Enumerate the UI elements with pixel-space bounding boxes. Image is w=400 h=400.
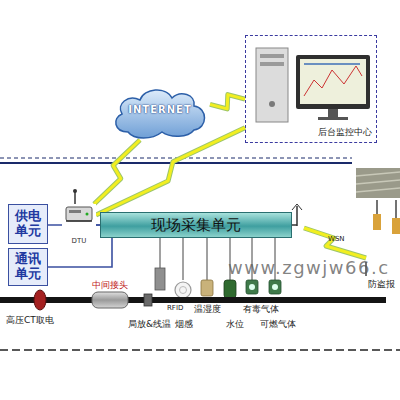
monitoring-center-box: 后台监控中心 (245, 35, 377, 143)
sensor-wire (207, 238, 208, 280)
wireless-bolt-outline (96, 128, 245, 215)
toxic-gas-detector (246, 280, 258, 294)
monitor-base (318, 117, 348, 120)
tunnel-rail (356, 188, 400, 192)
wire-line (48, 238, 112, 267)
connector (96, 128, 245, 215)
antenna-tip (73, 189, 77, 193)
tunnel-rail (356, 180, 400, 184)
wireless-bolt (304, 228, 366, 258)
part-label: 中间接头 (92, 281, 128, 291)
field-line (0, 162, 352, 164)
node-text: DTU (62, 237, 96, 245)
tunnel-photo (356, 168, 400, 198)
smoke-sensor (175, 282, 191, 298)
node-text: 通讯单元 (9, 252, 47, 282)
rfid-tag (155, 268, 165, 290)
dtu-body (66, 207, 92, 221)
power-unit-box: 供电单元 (8, 204, 48, 244)
server-button (269, 101, 275, 107)
wireless-bolt (96, 128, 245, 215)
wireless-bolt-outline (94, 140, 140, 204)
screen-trace (304, 66, 362, 96)
smoke-sensor-core (180, 287, 187, 294)
watermark: www.zgwjw66.c (228, 258, 390, 278)
internet-cloud: INTERNET (110, 84, 210, 140)
part-label: 防盗报 (368, 280, 395, 290)
part-label: 烟感 (175, 320, 193, 330)
node-text: 现场采集单元 (151, 216, 241, 235)
part-label: 有毒气体 (243, 305, 279, 315)
comm-unit-box: 通讯单元 (8, 248, 48, 286)
node-text: 后台监控中心 (318, 126, 372, 139)
wireless-bolt (210, 95, 245, 109)
server-bay (260, 54, 284, 58)
screen-bar (304, 63, 360, 65)
connector (210, 95, 245, 109)
antenna (296, 206, 298, 226)
dashed-line (0, 349, 400, 351)
part-label: 高压CT取电 (6, 316, 54, 326)
sensor-wire (183, 238, 184, 280)
part-label: 局放&线温 (128, 320, 171, 330)
monitor-stand (328, 109, 338, 117)
water-level-sensor (224, 280, 236, 298)
detector-window (249, 284, 255, 290)
pd-sensor (144, 294, 152, 306)
monitor-screen (300, 59, 366, 104)
wireless-bolt (304, 228, 366, 258)
antenna-tip (292, 204, 302, 210)
antenna-link (292, 224, 297, 226)
part-label: 水位 (226, 320, 244, 330)
tunnel-rail (356, 172, 400, 176)
humidity-sensor (201, 280, 213, 296)
dtu-led (86, 213, 89, 216)
monitor-frame (296, 55, 370, 109)
combustible-gas-detector (269, 280, 281, 294)
connector (94, 140, 140, 204)
dtu-panel (69, 210, 81, 213)
wireless-bolt-outline (210, 95, 245, 109)
wireless-bolt (94, 140, 140, 204)
dashed-line (0, 158, 352, 159)
dtu-base (66, 220, 92, 222)
server-bay (260, 62, 284, 66)
field-collection-unit: 现场采集单元 (100, 212, 292, 238)
dtu-device: DTU (62, 204, 96, 246)
alarm-device (392, 218, 400, 234)
connector (48, 238, 112, 267)
detector-window (272, 284, 278, 290)
node-text: INTERNET (110, 104, 210, 115)
server-tower (256, 48, 288, 122)
sensor-wire (160, 238, 161, 268)
cable-joint (92, 292, 128, 308)
node-text: 供电单元 (9, 209, 47, 239)
ct-ring (34, 290, 46, 310)
hv-cable (0, 297, 386, 303)
part-label: RFID (167, 305, 183, 313)
alarm-device (373, 214, 381, 230)
part-label: 温湿度 (194, 305, 221, 315)
part-label: 可燃气体 (260, 320, 296, 330)
part-label: WSN (328, 236, 345, 244)
